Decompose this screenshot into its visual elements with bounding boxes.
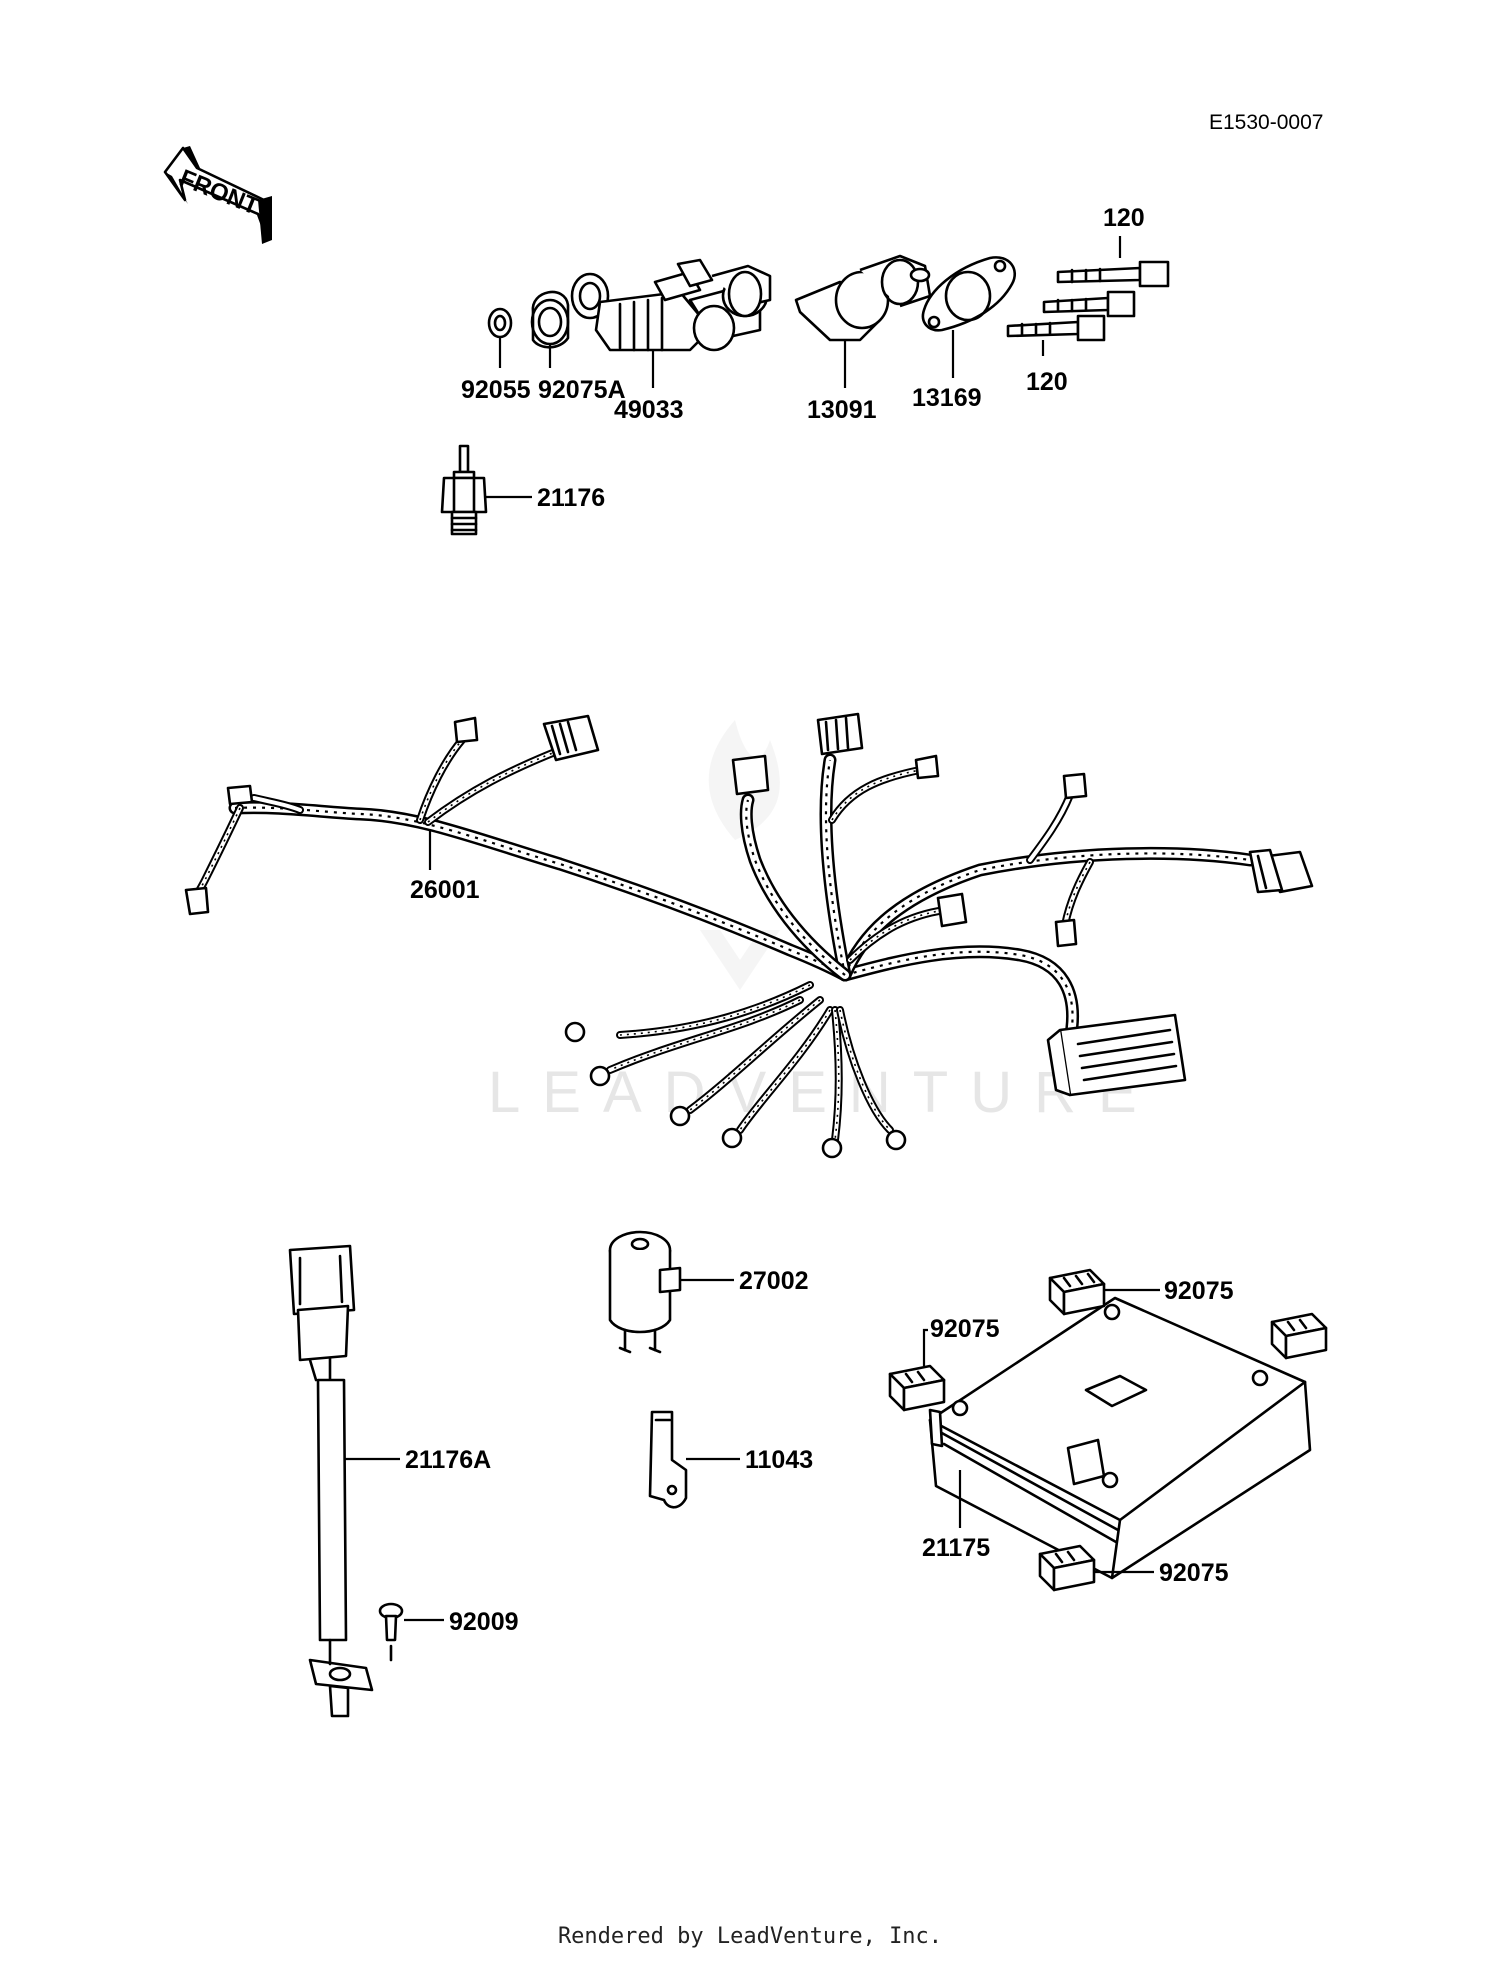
housing-13091-icon xyxy=(794,254,932,342)
part-number-92075-bottom: 92075 xyxy=(1159,1559,1229,1587)
part-number-21175: 21175 xyxy=(922,1534,990,1562)
part-number-21176: 21176 xyxy=(537,484,605,512)
part-number-26001: 26001 xyxy=(410,876,480,904)
bolt-120-top-icon xyxy=(1056,260,1170,288)
part-number-11043: 11043 xyxy=(745,1446,813,1474)
part-number-92055: 92055 xyxy=(461,376,531,404)
front-arrow-label: FRONT xyxy=(176,165,263,221)
part-number-21176A: 21176A xyxy=(405,1446,491,1474)
sensor-21176A-icon xyxy=(288,1244,374,1718)
part-number-120-bottom: 120 xyxy=(1026,368,1068,396)
part-number-13169: 13169 xyxy=(912,384,982,412)
gasket-13169-icon xyxy=(921,256,1017,332)
part-number-49033: 49033 xyxy=(614,396,684,424)
part-number-120-top: 120 xyxy=(1103,204,1145,232)
washer-92055-icon xyxy=(487,307,513,339)
harness-26001-icon xyxy=(184,712,1314,1159)
part-number-92075A: 92075A xyxy=(538,376,626,404)
screw-92009-icon xyxy=(378,1602,404,1662)
rubber-pad-92075-bottom-icon xyxy=(1038,1544,1096,1592)
rubber-pad-92075-top-icon xyxy=(1048,1268,1106,1316)
switch-49033-icon xyxy=(570,258,772,352)
part-number-92075-top: 92075 xyxy=(1164,1277,1234,1305)
control-unit-21175-icon xyxy=(928,1296,1312,1580)
part-number-92009: 92009 xyxy=(449,1608,519,1636)
cap-ring-92075A-icon xyxy=(530,290,570,349)
front-arrow-icon: FRONT xyxy=(163,146,272,244)
part-number-92075-left: 92075 xyxy=(930,1315,1000,1343)
part-number-27002: 27002 xyxy=(739,1267,809,1295)
diagram-code: E1530-0007 xyxy=(1209,111,1323,134)
part-number-13091: 13091 xyxy=(807,396,877,424)
rubber-pad-92075-right-icon xyxy=(1270,1312,1328,1360)
bracket-11043-icon xyxy=(648,1410,688,1509)
bolt-120-middle-icon xyxy=(1042,290,1136,318)
sensor-21176-icon xyxy=(440,444,488,536)
bolt-120-bottom-icon xyxy=(1006,314,1106,342)
footer-credit: Rendered by LeadVenture, Inc. xyxy=(557,1924,943,1949)
rubber-pad-92075-left-icon xyxy=(888,1364,946,1412)
switch-27002-icon xyxy=(608,1230,682,1354)
